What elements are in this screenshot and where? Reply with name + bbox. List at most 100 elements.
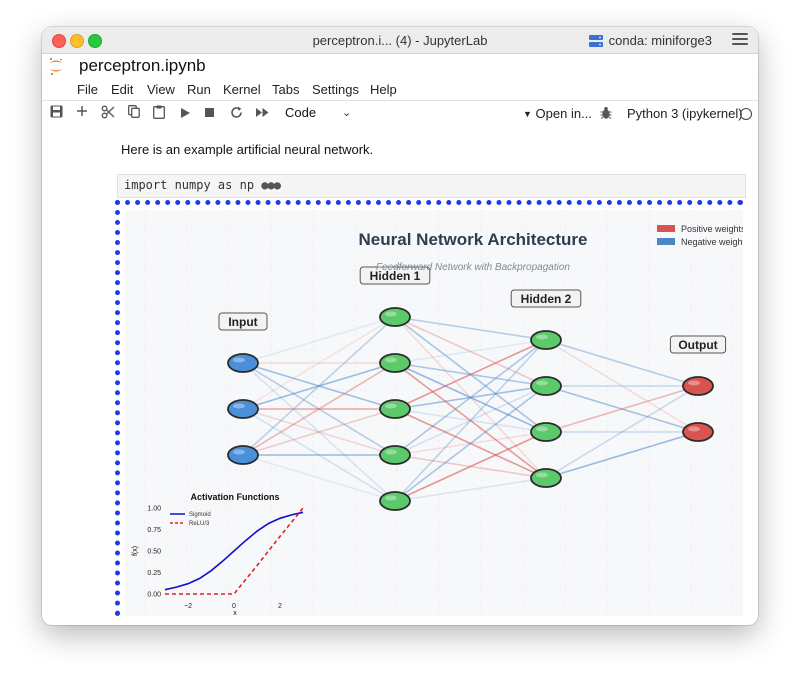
svg-text:Input: Input <box>228 315 257 329</box>
conda-env-label: conda: miniforge3 <box>608 33 712 48</box>
weight-edge-1-2-2 <box>394 408 547 433</box>
negative-weights-label: Negative weights <box>681 237 743 247</box>
notebook-content: Here is an example artificial neural net… <box>42 126 758 625</box>
code-cell-text: import numpy as np ●●● <box>124 178 281 192</box>
ytick-label: 0.50 <box>147 549 161 556</box>
ytick-label: 1.00 <box>147 506 161 513</box>
activation-line-sigmoid <box>164 511 304 591</box>
weight-edge-1-0-1 <box>394 316 547 387</box>
weight-edge-1-1-3 <box>394 362 547 479</box>
menu-settings[interactable]: Settings <box>312 82 359 97</box>
neuron-3-0 <box>682 376 714 396</box>
kernel-status-icon <box>740 108 752 120</box>
neuron-2-3 <box>530 468 562 488</box>
cut-icon[interactable] <box>101 105 115 119</box>
activation-chart-title: Activation Functions <box>190 492 279 502</box>
cell-type-select[interactable]: Code <box>285 105 317 120</box>
weight-edge-1-4-0 <box>394 339 547 502</box>
run-icon[interactable] <box>181 108 190 118</box>
ytick-label: 0.25 <box>147 570 161 577</box>
legend-relu: ReLU/3 <box>189 521 210 527</box>
notebook-name[interactable]: perceptron.ipynb <box>79 56 206 75</box>
menu-edit[interactable]: Edit <box>111 82 134 97</box>
debugger-bug-icon[interactable] <box>600 106 612 120</box>
jupyterlab-window: perceptron.i... (4) - JupyterLab conda: … <box>42 27 758 625</box>
menu-tabs[interactable]: Tabs <box>272 82 300 97</box>
open-in-label: Open in... <box>535 106 592 121</box>
weight-edge-1-4-1 <box>394 385 547 502</box>
code-cell[interactable]: import numpy as np ●●● <box>117 174 746 198</box>
figure-title: Neural Network Architecture <box>359 230 588 249</box>
activation-ylabel: f(x) <box>132 546 139 556</box>
weight-edge-2-3-0 <box>545 385 699 479</box>
weight-edge-1-3-2 <box>394 431 547 456</box>
neuron-0-1 <box>227 399 259 419</box>
weight-edge-1-0-0 <box>394 316 547 341</box>
neuron-2-0 <box>530 330 562 350</box>
notebook-title-bar: perceptron.ipynb <box>42 54 758 80</box>
neuron-1-4 <box>379 491 411 511</box>
weight-edge-0-2-1 <box>242 362 396 456</box>
activation-functions-chart: Activation Functions 0.000.250.500.751.0… <box>132 492 304 616</box>
window-title: perceptron.i... (4) - JupyterLab <box>312 33 488 48</box>
paste-icon[interactable] <box>153 105 165 119</box>
add-cell-icon[interactable] <box>76 105 88 117</box>
weight-edge-0-2-2 <box>242 408 396 456</box>
title-bar: perceptron.i... (4) - JupyterLab conda: … <box>42 27 758 54</box>
menu-kernel[interactable]: Kernel <box>223 82 261 97</box>
weight-edge-2-2-0 <box>545 385 699 433</box>
jupyter-logo-icon <box>50 58 62 75</box>
weight-edge-2-0-1 <box>545 339 699 433</box>
weight-edge-0-1-0 <box>242 316 396 410</box>
weight-edge-0-1-1 <box>242 362 396 410</box>
weight-edge-2-3-1 <box>545 431 699 479</box>
markdown-cell-text[interactable]: Here is an example artificial neural net… <box>121 142 374 157</box>
activation-xlabel: x <box>233 610 237 616</box>
menu-run[interactable]: Run <box>187 82 211 97</box>
weights-legend: Positive weights Negative weights <box>657 224 743 247</box>
neuron-1-0 <box>379 307 411 327</box>
svg-text:Output: Output <box>678 338 717 352</box>
layer-label-3: Output <box>669 335 727 354</box>
restart-icon[interactable] <box>230 106 243 119</box>
legend-sigmoid: Sigmoid <box>189 512 211 518</box>
server-icon <box>588 34 603 47</box>
neuron-1-3 <box>379 445 411 465</box>
close-window-button[interactable] <box>52 34 66 48</box>
stop-icon[interactable] <box>205 108 214 117</box>
menu-help[interactable]: Help <box>370 82 397 97</box>
weight-edge-0-0-4 <box>242 362 396 502</box>
weight-edge-2-1-1 <box>545 385 699 433</box>
hamburger-menu-icon[interactable] <box>732 33 748 47</box>
layer-label-0: Input <box>218 312 268 331</box>
menu-file[interactable]: File <box>77 82 98 97</box>
negative-weights-swatch <box>657 238 675 245</box>
weight-edge-1-1-0 <box>394 339 547 364</box>
weight-edge-1-2-1 <box>394 385 547 410</box>
weight-edge-1-2-3 <box>394 408 547 479</box>
conda-env-indicator[interactable]: conda: miniforge3 <box>588 33 712 48</box>
svg-text:Hidden 2: Hidden 2 <box>521 292 572 306</box>
chevron-down-icon[interactable]: ⌄ <box>342 107 352 119</box>
layer-label-1: Hidden 1 <box>359 266 431 285</box>
save-icon[interactable] <box>50 105 63 118</box>
collapsed-code-ellipsis-icon[interactable]: ●●● <box>261 178 281 192</box>
weight-edge-1-4-3 <box>394 477 547 502</box>
menu-bar: File Edit View Run Kernel Tabs Settings … <box>42 80 758 100</box>
fast-forward-icon[interactable] <box>256 108 269 117</box>
weight-edge-2-0-0 <box>545 339 699 387</box>
neuron-0-2 <box>227 445 259 465</box>
maximize-window-button[interactable] <box>88 34 102 48</box>
activation-line-relu <box>165 507 304 595</box>
neuron-3-1 <box>682 422 714 442</box>
minimize-window-button[interactable] <box>70 34 84 48</box>
kernel-name[interactable]: Python 3 (ipykernel) <box>627 106 743 121</box>
weight-edge-0-1-3 <box>242 408 396 456</box>
xtick-label: −2 <box>184 603 192 610</box>
svg-text:Hidden 1: Hidden 1 <box>370 269 421 283</box>
positive-weights-swatch <box>657 225 675 232</box>
open-in-dropdown[interactable]: ▼ Open in... <box>523 106 592 121</box>
menu-view[interactable]: View <box>147 82 175 97</box>
neuron-1-1 <box>379 353 411 373</box>
copy-icon[interactable] <box>128 105 140 118</box>
